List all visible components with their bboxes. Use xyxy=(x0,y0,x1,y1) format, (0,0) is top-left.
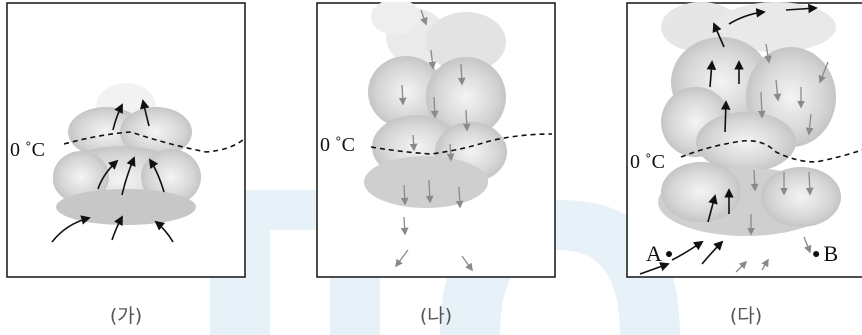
freezing-level-label: 0 ˚C xyxy=(10,140,45,160)
panel-da-drawing xyxy=(626,2,862,278)
caption-da: (다) xyxy=(696,301,796,328)
panel-na: 0 ˚C xyxy=(316,2,556,278)
caption-na: (나) xyxy=(386,301,486,328)
caption-ga: (가) xyxy=(76,301,176,328)
point-a-label: A● xyxy=(646,243,673,265)
panel-ga: 0 ˚C xyxy=(6,2,246,278)
point-b-label: ●B xyxy=(812,243,838,265)
panel-da: 0 ˚C A● ●B xyxy=(626,2,862,278)
mature-cloud xyxy=(364,2,507,208)
freezing-level-label: 0 ˚C xyxy=(320,135,355,155)
dissipating-cloud xyxy=(658,2,841,236)
freezing-level-label: 0 ˚C xyxy=(630,152,665,172)
